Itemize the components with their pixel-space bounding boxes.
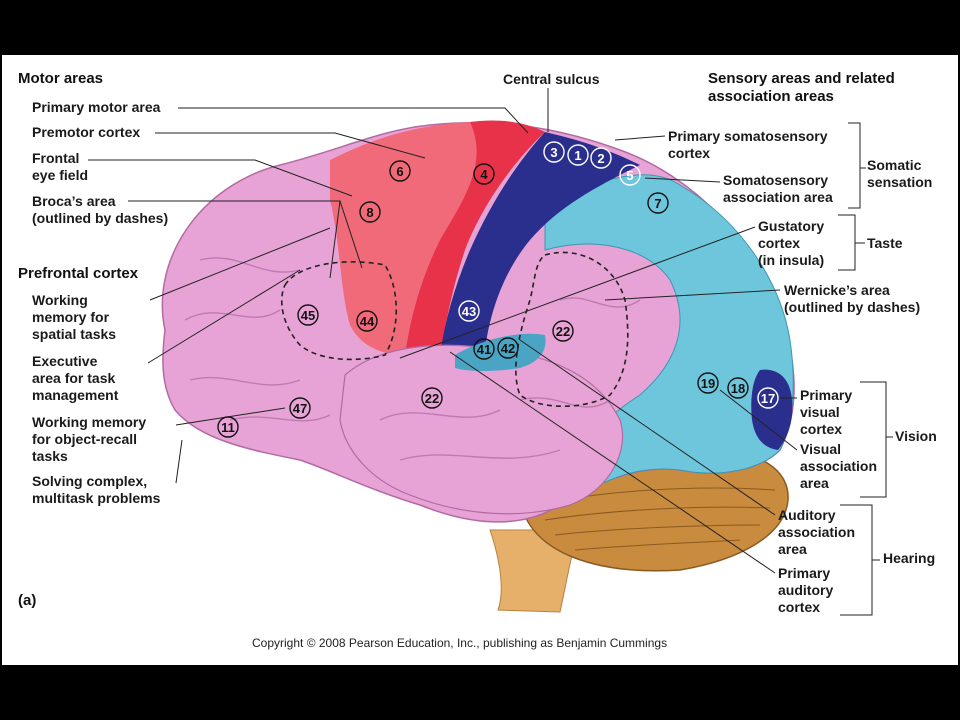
label-visual-association-area: Visual association area	[800, 441, 878, 491]
area-number-2: 2	[597, 151, 604, 166]
area-number-19: 19	[701, 376, 715, 391]
label-executive-area: Executive area for task management	[32, 353, 119, 403]
copyright-notice: Copyright © 2008 Pearson Education, Inc.…	[252, 636, 668, 650]
area-circle-43	[458, 300, 480, 322]
label-frontal-eye-field: Frontal eye field	[32, 150, 89, 183]
area-circle-4	[473, 163, 495, 185]
area-number-18: 18	[731, 381, 745, 396]
area-number-22: 22	[556, 324, 570, 339]
group-brackets	[838, 122, 893, 616]
area-circle-17	[757, 387, 779, 409]
label-working-memory-object: Working memory for object-recall tasks	[32, 414, 147, 464]
leader-lines	[88, 88, 798, 574]
area-circle-11	[217, 416, 239, 438]
area-circle-44	[356, 310, 378, 332]
area-number-45: 45	[301, 308, 315, 323]
area-number-17: 17	[761, 391, 775, 406]
area-circle-41	[473, 338, 495, 360]
group-vision: Vision	[895, 428, 937, 444]
area-circle-3	[543, 141, 565, 163]
area-circle-8	[359, 201, 381, 223]
group-hearing: Hearing	[883, 550, 936, 566]
label-primary-auditory-cortex: Primary auditory cortex	[778, 565, 834, 615]
broca-outline	[280, 261, 398, 361]
area-circle-7	[647, 192, 669, 214]
area-circle-19	[697, 372, 719, 394]
label-solving-complex: Solving complex, multitask problems	[32, 473, 161, 506]
area-number-4: 4	[480, 167, 488, 182]
label-central-sulcus: Central sulcus	[503, 71, 600, 87]
auditory-cortex	[455, 333, 546, 371]
area-circle-5	[619, 164, 641, 186]
label-brocas-area: Broca’s area (outlined by dashes)	[32, 193, 169, 226]
label-premotor-cortex: Premotor cortex	[32, 124, 141, 140]
group-somatic-sensation: Somatic sensation	[867, 157, 933, 190]
label-auditory-association-area: Auditory association area	[778, 507, 856, 557]
area-circle-47	[289, 397, 311, 419]
motor-areas-header: Motor areas	[18, 70, 104, 87]
label-wernickes-area: Wernicke’s area (outlined by dashes)	[784, 282, 921, 315]
area-number-43: 43	[462, 304, 476, 319]
primary-motor-area	[405, 120, 545, 355]
label-working-memory-spatial: Working memory for spatial tasks	[32, 292, 117, 342]
label-primary-visual-cortex: Primary visual cortex	[800, 387, 853, 437]
area-circle-22	[421, 387, 443, 409]
label-primary-somatosensory-cortex: Primary somatosensory cortex	[668, 128, 828, 161]
area-circle-2	[590, 147, 612, 169]
area-number-42: 42	[501, 341, 515, 356]
wernicke-outline	[515, 251, 629, 408]
association-cortex	[544, 174, 794, 496]
area-number-5: 5	[626, 168, 633, 183]
area-number-6: 6	[396, 164, 403, 179]
area-number-1: 1	[574, 148, 581, 163]
prefrontal-cortex-header: Prefrontal cortex	[18, 265, 139, 282]
area-circle-6	[389, 160, 411, 182]
area-number-22: 22	[425, 391, 439, 406]
label-somatosensory-association-area: Somatosensory association area	[723, 172, 833, 205]
area-number-8: 8	[366, 205, 373, 220]
area-circle-42	[497, 337, 519, 359]
group-taste: Taste	[867, 235, 903, 251]
gyri	[184, 257, 641, 461]
panel-letter: (a)	[18, 592, 37, 609]
area-number-7: 7	[654, 196, 661, 211]
primary-somatosensory-cortex	[440, 132, 640, 355]
label-primary-motor-area: Primary motor area	[32, 99, 161, 115]
area-number-3: 3	[550, 145, 557, 160]
area-number-41: 41	[477, 342, 491, 357]
area-number-47: 47	[293, 401, 307, 416]
area-circle-22	[552, 320, 574, 342]
area-circle-18	[727, 377, 749, 399]
area-number-11: 11	[221, 420, 235, 435]
area-number-44: 44	[360, 314, 375, 329]
sensory-areas-header: Sensory areas and related association ar…	[708, 70, 895, 105]
label-gustatory-cortex: Gustatory cortex (in insula)	[758, 218, 825, 268]
area-circle-45	[297, 304, 319, 326]
area-circle-1	[567, 144, 589, 166]
